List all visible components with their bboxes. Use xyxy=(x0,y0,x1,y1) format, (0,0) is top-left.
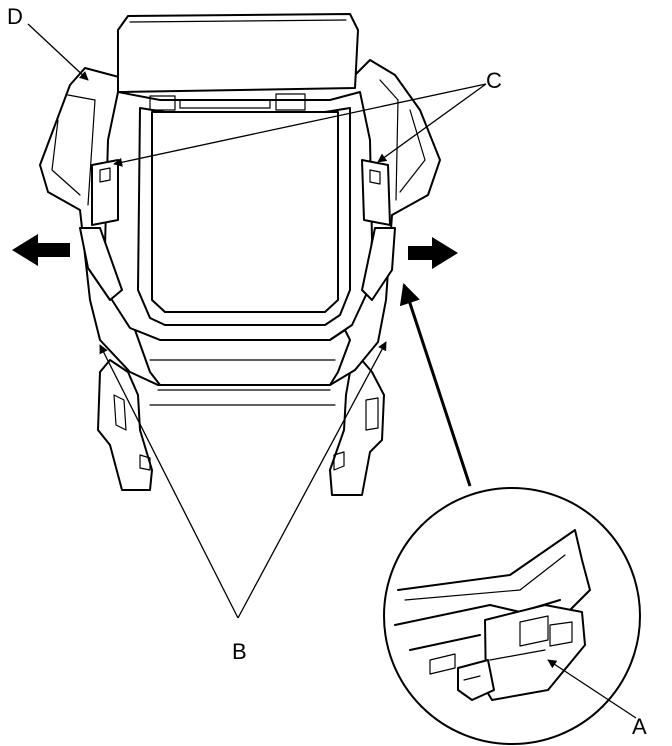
arrow-left-icon xyxy=(12,234,70,266)
label-b: B xyxy=(232,639,247,664)
detail-magnifier xyxy=(383,487,641,745)
label-d: D xyxy=(7,4,23,29)
seat-back-frame xyxy=(39,13,441,496)
arrow-right-icon xyxy=(408,237,458,269)
label-a: A xyxy=(632,714,647,739)
callout-leaders xyxy=(27,23,637,719)
label-c: C xyxy=(486,68,502,93)
